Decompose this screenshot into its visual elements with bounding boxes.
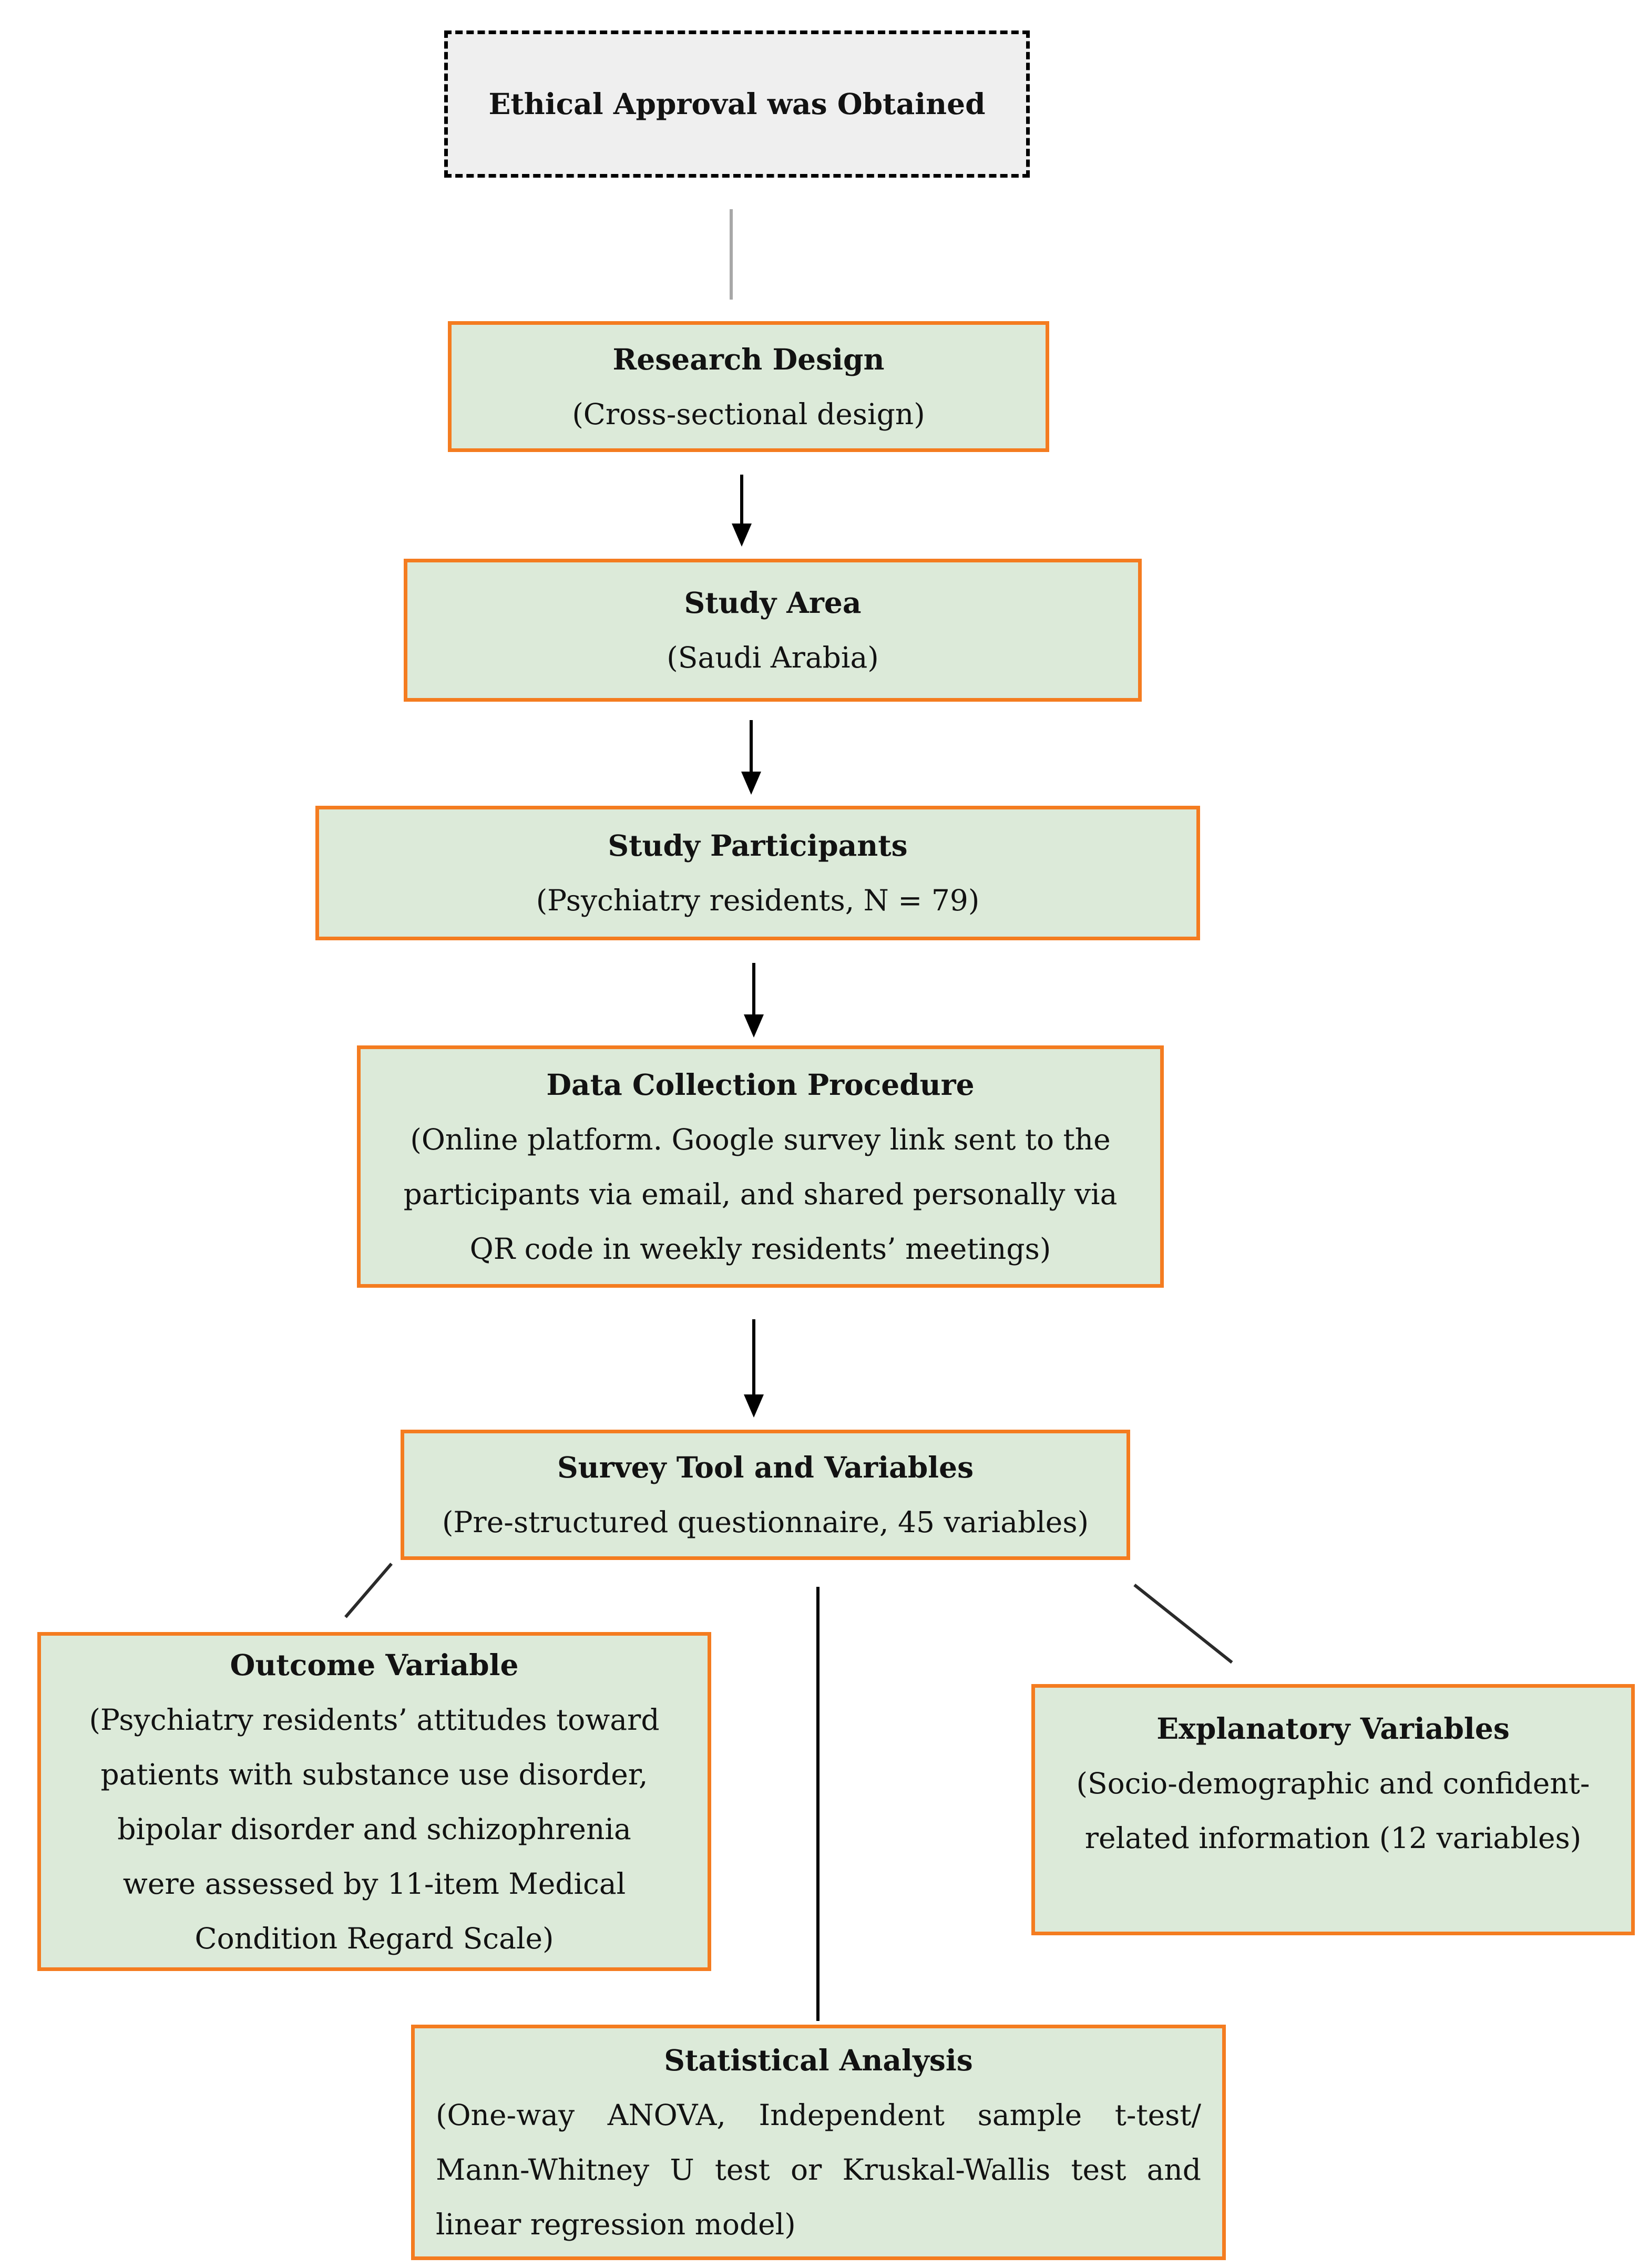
study-area-box: Study Area (Saudi Arabia) — [404, 559, 1142, 702]
connector-surveytool-outcome — [344, 1563, 393, 1618]
data-collection-title: Data Collection Procedure — [546, 1067, 975, 1102]
arrow-participants-datacollection-head — [744, 1014, 764, 1038]
study-participants-box: Study Participants (Psychiatry residents… — [315, 806, 1200, 940]
explanatory-variables-line: (Socio-demographic and confident- — [1076, 1767, 1590, 1800]
data-collection-line: (Online platform. Google survey link sen… — [410, 1122, 1111, 1156]
survey-tool-box: Survey Tool and Variables (Pre-structure… — [401, 1430, 1130, 1560]
study-participants-subtitle: (Psychiatry residents, N = 79) — [536, 884, 980, 917]
outcome-variable-box: Outcome Variable (Psychiatry residents’ … — [37, 1632, 711, 1971]
outcome-variable-line: (Psychiatry residents’ attitudes toward — [89, 1702, 660, 1737]
study-participants-title: Study Participants — [608, 828, 908, 863]
study-area-title: Study Area — [684, 586, 862, 620]
explanatory-variables-title: Explanatory Variables — [1156, 1711, 1510, 1746]
arrow-studyarea-participants-stem — [750, 720, 753, 773]
ethical-approval-title: Ethical Approval was Obtained — [488, 87, 986, 121]
connector-ethical-research — [730, 209, 733, 300]
arrow-participants-datacollection-stem — [752, 963, 755, 1015]
outcome-variable-line: bipolar disorder and schizophrenia — [117, 1812, 631, 1846]
survey-tool-subtitle: (Pre-structured questionnaire, 45 variab… — [442, 1505, 1089, 1539]
study-area-subtitle: (Saudi Arabia) — [667, 641, 879, 674]
ethical-approval-box: Ethical Approval was Obtained — [444, 30, 1030, 178]
statistical-analysis-body: (One-way ANOVA, Independent sample t-tes… — [415, 2088, 1222, 2252]
survey-tool-title: Survey Tool and Variables — [557, 1450, 974, 1484]
research-design-box: Research Design (Cross-sectional design) — [448, 321, 1049, 452]
arrow-research-studyarea-head — [732, 524, 752, 547]
connector-surveytool-explanatory — [1133, 1584, 1233, 1664]
statistical-analysis-line: Mann-Whitney U test or Kruskal-Wallis te… — [436, 2153, 1201, 2187]
arrow-studyarea-participants-head — [741, 772, 761, 795]
data-collection-line: QR code in weekly residents’ meetings) — [469, 1232, 1051, 1266]
outcome-variable-line: Condition Regard Scale) — [194, 1921, 554, 1955]
outcome-variable-line: were assessed by 11-item Medical — [122, 1866, 626, 1901]
data-collection-line: participants via email, and shared perso… — [403, 1177, 1118, 1211]
statistical-analysis-box: Statistical Analysis (One-way ANOVA, Ind… — [411, 2025, 1226, 2260]
outcome-variable-title: Outcome Variable — [230, 1647, 519, 1682]
research-design-title: Research Design — [612, 342, 885, 376]
statistical-analysis-line: linear regression model) — [436, 2208, 796, 2241]
arrow-datacollection-surveytool-stem — [752, 1319, 755, 1395]
research-design-subtitle: (Cross-sectional design) — [572, 397, 925, 431]
arrow-research-studyarea-stem — [740, 475, 743, 525]
explanatory-variables-box: Explanatory Variables (Socio-demographic… — [1031, 1684, 1635, 1935]
data-collection-box: Data Collection Procedure (Online platfo… — [357, 1045, 1164, 1288]
arrow-datacollection-surveytool-head — [744, 1394, 764, 1418]
connector-surveytool-statistical — [816, 1587, 820, 2021]
statistical-analysis-title: Statistical Analysis — [664, 2043, 973, 2077]
statistical-analysis-line: (One-way ANOVA, Independent sample t-tes… — [436, 2098, 1201, 2132]
outcome-variable-line: patients with substance use disorder, — [100, 1757, 648, 1791]
explanatory-variables-line: related information (12 variables) — [1084, 1821, 1582, 1855]
